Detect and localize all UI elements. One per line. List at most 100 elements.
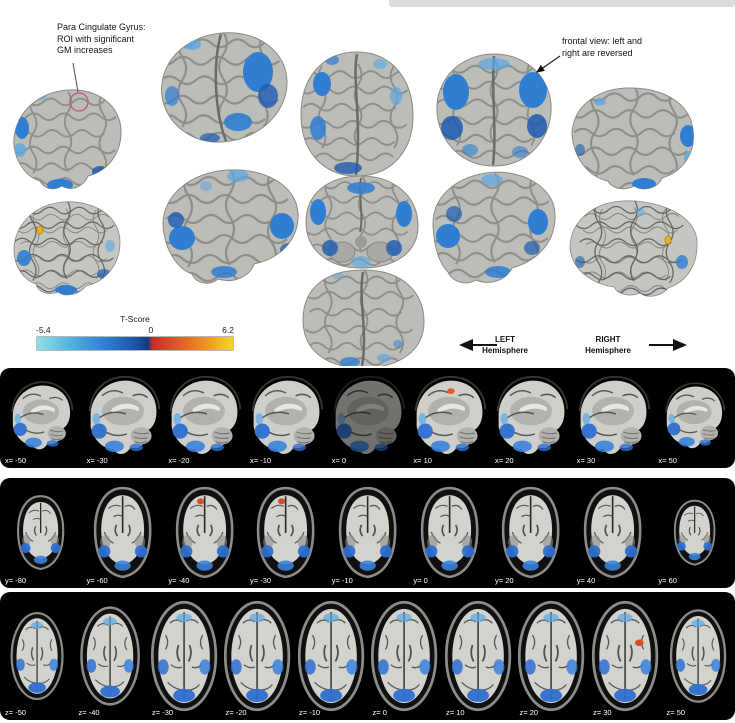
colorbar-ticks: -5.4 0 6.2 bbox=[36, 325, 234, 336]
axial-slice: z= -40 bbox=[74, 592, 148, 720]
top-edge-artifact-bar bbox=[389, 0, 735, 7]
slice-coordinate-label: z= 10 bbox=[446, 708, 465, 717]
axial-slice: z= -10 bbox=[294, 592, 368, 720]
sagittal-slice: x= 50 bbox=[653, 368, 735, 468]
slice-coordinate-label: z= -30 bbox=[152, 708, 174, 717]
axial-mri-image bbox=[80, 606, 141, 706]
slice-coordinate-label: z= -40 bbox=[78, 708, 100, 717]
coronal-slice: y= 20 bbox=[490, 478, 572, 588]
sagittal-slice: x= 30 bbox=[572, 368, 654, 468]
slice-coordinate-label: y= -10 bbox=[331, 576, 353, 585]
axial-mri-image bbox=[591, 600, 658, 712]
brain-inferior-view bbox=[305, 175, 419, 269]
axial-mri-image bbox=[444, 600, 511, 712]
axial-slice: z= 30 bbox=[588, 592, 662, 720]
slice-coordinate-label: y= 0 bbox=[413, 576, 428, 585]
slice-coordinate-label: x= -50 bbox=[5, 456, 27, 465]
coronal-slice: y= 40 bbox=[572, 478, 654, 588]
slice-coordinate-label: x= 20 bbox=[495, 456, 514, 465]
colorbar-min-label: -5.4 bbox=[36, 325, 51, 335]
slice-coordinate-label: z= 20 bbox=[519, 708, 539, 717]
roi-annotation-line: ROI with significant bbox=[57, 33, 135, 44]
axial-slice-row: z= -50 z= -40 z= - bbox=[0, 592, 735, 720]
brain-frontal-view bbox=[436, 53, 552, 167]
axial-slice: z= 0 bbox=[368, 592, 442, 720]
slice-coordinate-label: y= -60 bbox=[86, 576, 108, 585]
right-hemisphere-label: RIGHT Hemisphere bbox=[574, 334, 642, 356]
axial-mri-image bbox=[150, 600, 217, 712]
coronal-slice: y= -60 bbox=[82, 478, 164, 588]
slice-coordinate-label: x= 50 bbox=[658, 456, 677, 465]
coronal-mri-image bbox=[502, 486, 560, 579]
sagittal-slice: x= 0 bbox=[327, 368, 409, 468]
brain-lateral-view-right bbox=[432, 171, 556, 284]
coronal-slice-row: y= -80 y= -60 bbox=[0, 478, 735, 588]
sagittal-mri-image bbox=[88, 376, 160, 455]
axial-slice: z= -20 bbox=[221, 592, 295, 720]
slice-coordinate-label: z= 50 bbox=[666, 708, 686, 717]
slice-coordinate-label: z= 0 bbox=[372, 708, 387, 717]
coronal-slice: y= -10 bbox=[327, 478, 409, 588]
slice-coordinate-label: y= -80 bbox=[5, 576, 27, 585]
slice-coordinate-label: z= 30 bbox=[593, 708, 612, 717]
slice-coordinate-label: x= -30 bbox=[86, 456, 108, 465]
axial-slice: z= 20 bbox=[515, 592, 589, 720]
frontal-annotation-line: right are reversed bbox=[562, 47, 633, 58]
sagittal-slice: x= 20 bbox=[490, 368, 572, 468]
coronal-mri-image bbox=[175, 486, 234, 579]
brain-medial-slice-left bbox=[13, 201, 121, 296]
sagittal-mri-image bbox=[414, 376, 487, 455]
slice-coordinate-label: x= -20 bbox=[168, 456, 190, 465]
coronal-mri-image bbox=[673, 499, 715, 566]
axial-mri-image bbox=[371, 600, 438, 712]
colorbar-zero-label: 0 bbox=[148, 325, 154, 335]
slice-coordinate-label: z= -50 bbox=[5, 708, 27, 717]
roi-annotation: Para Cingulate Gyrus: ROI with significa… bbox=[57, 22, 177, 57]
slice-coordinate-label: y= -30 bbox=[250, 576, 272, 585]
coronal-slice: y= -40 bbox=[163, 478, 245, 588]
slice-coordinate-label: y= -40 bbox=[168, 576, 190, 585]
sagittal-slice: x= -50 bbox=[0, 368, 82, 468]
brain-medial-view-left bbox=[13, 89, 122, 190]
roi-circle-marker bbox=[69, 92, 89, 112]
slice-coordinate-label: y= 40 bbox=[576, 576, 596, 585]
frontal-view-annotation: frontal view: left and right are reverse… bbox=[562, 36, 692, 59]
coronal-slice: y= 60 bbox=[653, 478, 735, 588]
coronal-slice: y= -80 bbox=[0, 478, 82, 588]
slice-coordinate-label: y= 20 bbox=[495, 576, 514, 585]
left-hemisphere-label: LEFT Hemisphere bbox=[472, 334, 538, 356]
roi-pointer-line bbox=[72, 62, 79, 93]
brain-surface-renders-canvas bbox=[13, 32, 698, 366]
sagittal-slice: x= 10 bbox=[408, 368, 490, 468]
sagittal-mri-image bbox=[11, 381, 74, 450]
coronal-slice: y= -30 bbox=[245, 478, 327, 588]
slice-coordinate-label: x= 0 bbox=[331, 456, 347, 465]
roi-annotation-line: GM increases bbox=[57, 45, 113, 56]
axial-mri-image bbox=[224, 600, 291, 712]
coronal-mri-image bbox=[17, 495, 65, 571]
axial-mri-image bbox=[518, 600, 585, 712]
roi-annotation-line: Para Cingulate Gyrus: bbox=[57, 22, 146, 32]
sagittal-slice-row: x= -50 x= -30 bbox=[0, 368, 735, 468]
frontal-annotation-line: frontal view: left and bbox=[562, 36, 643, 46]
brain-posterior-view bbox=[161, 32, 288, 143]
right-hemisphere-word: RIGHT bbox=[595, 335, 621, 344]
sagittal-mri-image bbox=[169, 376, 242, 455]
slice-coordinate-label: x= 30 bbox=[576, 456, 596, 465]
left-hemisphere-word: Hemisphere bbox=[482, 346, 528, 356]
sagittal-mri-image bbox=[333, 376, 405, 455]
brain-medial-slice-right bbox=[569, 200, 698, 297]
colorbar-title: T-Score bbox=[120, 314, 150, 324]
colorbar-max-label: 6.2 bbox=[222, 325, 234, 335]
gm-increase-marker-left bbox=[36, 225, 44, 235]
right-hemisphere-word: Hemisphere bbox=[585, 346, 631, 356]
sagittal-mri-image bbox=[665, 382, 726, 449]
brain-medial-view-right bbox=[571, 87, 694, 190]
axial-mri-image bbox=[670, 609, 727, 703]
brain-superior-view-bottom bbox=[302, 269, 425, 366]
sagittal-slice: x= -30 bbox=[82, 368, 164, 468]
axial-slice: z= -50 bbox=[0, 592, 74, 720]
colorbar-gradient bbox=[36, 336, 234, 351]
sagittal-mri-image bbox=[496, 376, 568, 455]
axial-slice: z= -30 bbox=[147, 592, 221, 720]
